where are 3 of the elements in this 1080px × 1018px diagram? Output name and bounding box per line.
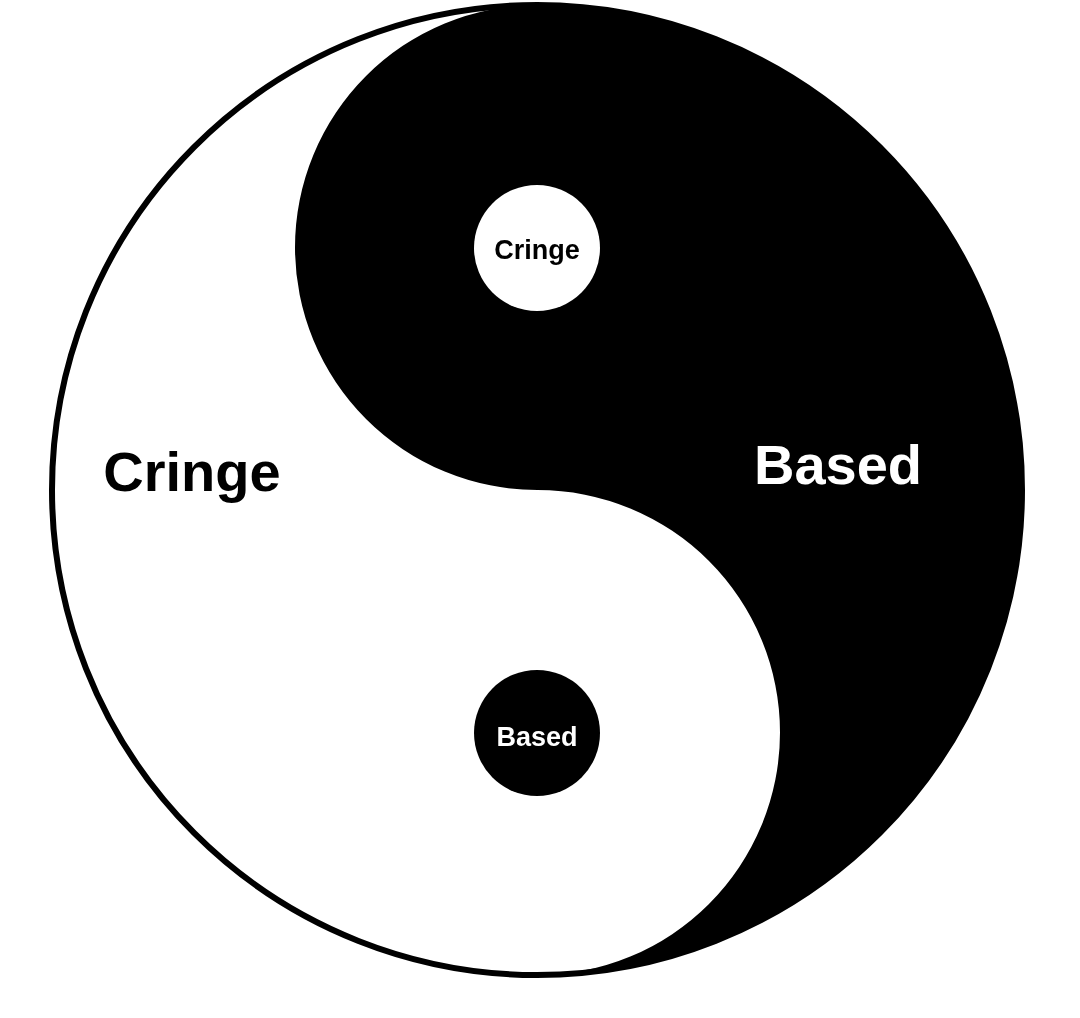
- region-label: Based: [496, 723, 578, 750]
- region-label: Based: [753, 437, 923, 493]
- region-label: Cringe: [494, 236, 580, 263]
